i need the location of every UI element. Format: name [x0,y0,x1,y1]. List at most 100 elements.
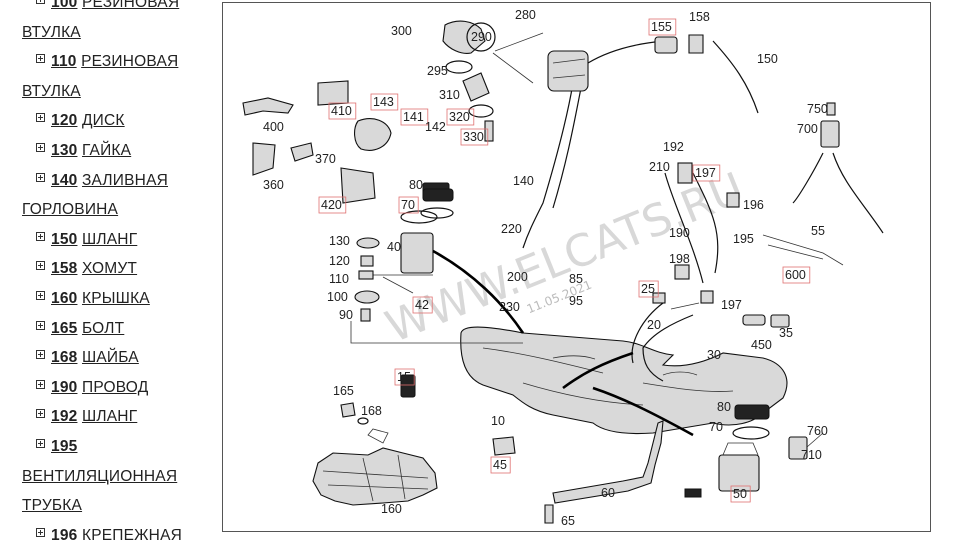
part-number-label[interactable]: 400 [263,120,284,134]
part-number-label[interactable]: 220 [501,222,522,236]
part-name-link[interactable]: ДИСК [81,112,125,130]
part-list-item[interactable]: 192 ШЛАНГ [0,402,212,432]
part-number-label[interactable]: 30 [707,348,721,362]
part-list-item[interactable]: 158 ХОМУТ [0,254,212,284]
part-number-label[interactable]: 65 [561,514,575,528]
part-list-item[interactable]: 160 КРЫШКА [0,284,212,314]
part-code-link[interactable]: 110 [51,53,77,71]
part-number-label[interactable]: 60 [601,486,615,500]
part-code-link[interactable]: 140 [51,171,78,189]
part-name-link[interactable]: БОЛТ [81,319,125,337]
part-number-label[interactable]: 70 [401,198,415,212]
part-number-label[interactable]: 158 [689,10,710,24]
part-number-label[interactable]: 142 [425,120,446,134]
expand-icon[interactable] [36,0,45,4]
part-number-label[interactable]: 760 [807,424,828,438]
part-number-label[interactable]: 95 [569,294,583,308]
part-list-item[interactable]: 168 ШАЙБА [0,343,212,373]
part-number-label[interactable]: 310 [439,88,460,102]
part-number-label[interactable]: 100 [327,290,348,304]
part-number-label[interactable]: 110 [329,272,349,286]
expand-icon[interactable] [36,290,45,300]
expand-icon[interactable] [36,172,45,182]
part-number-label[interactable]: 320 [449,110,470,124]
part-code-link[interactable]: 120 [51,112,78,130]
part-number-label[interactable]: 750 [807,102,828,116]
part-code-link[interactable]: 100 [51,0,78,11]
part-number-label[interactable]: 197 [721,298,742,312]
part-number-label[interactable]: 200 [507,270,528,284]
part-number-label[interactable]: 50 [733,487,747,501]
part-name-link[interactable]: ШЛАНГ [81,230,138,248]
expand-icon[interactable] [36,320,45,330]
part-list-item[interactable]: 150 ШЛАНГ [0,225,212,255]
part-number-label[interactable]: 700 [797,122,818,136]
part-number-label[interactable]: 230 [499,300,520,314]
part-list-item[interactable]: 130 ГАЙКА [0,136,212,166]
part-number-label[interactable]: 45 [493,458,507,472]
expand-icon[interactable] [36,350,45,360]
part-number-label[interactable]: 143 [373,95,394,109]
part-list-item[interactable]: 165 БОЛТ [0,314,212,344]
part-number-label[interactable]: 290 [471,30,492,44]
part-number-label[interactable]: 165 [333,384,354,398]
part-number-label[interactable]: 160 [381,502,402,516]
expand-icon[interactable] [36,261,45,271]
part-number-label[interactable]: 600 [785,268,806,282]
part-number-label[interactable]: 370 [315,152,336,166]
part-number-label[interactable]: 195 [733,232,754,246]
part-number-label[interactable]: 15 [397,370,411,384]
expand-icon[interactable] [36,113,45,123]
part-code-link[interactable]: 190 [51,378,78,396]
part-number-label[interactable]: 300 [391,24,412,38]
part-number-label[interactable]: 80 [717,400,731,414]
part-name-link[interactable]: ШАЙБА [81,349,139,367]
part-code-link[interactable]: 160 [51,289,78,307]
part-number-label[interactable]: 80 [409,178,423,192]
part-name-link[interactable]: ПРОВОД [81,378,149,396]
part-number-label[interactable]: 198 [669,252,690,266]
part-code-link[interactable]: 195 [51,437,78,455]
part-name-link[interactable]: ЗАЛИВНАЯ [81,171,169,189]
part-name-link[interactable]: ГАЙКА [81,141,132,159]
part-number-label[interactable]: 197 [695,166,716,180]
part-name-link[interactable]: РЕЗИНОВАЯ [81,0,180,11]
part-name-continuation[interactable]: ВТУЛКА [22,23,81,41]
expand-icon[interactable] [36,54,45,64]
part-list-item[interactable]: 100 РЕЗИНОВАЯ [0,0,212,18]
part-number-label[interactable]: 120 [329,254,350,268]
part-number-label[interactable]: 155 [651,20,672,34]
part-number-label[interactable]: 42 [415,298,429,312]
expand-icon[interactable] [36,379,45,389]
part-code-link[interactable]: 196 [51,526,78,540]
part-name-link[interactable]: КРЕПЕЖНАЯ [81,526,183,540]
part-code-link[interactable]: 130 [51,141,78,159]
part-number-label[interactable]: 196 [743,198,764,212]
part-number-label[interactable]: 192 [663,140,684,154]
part-code-link[interactable]: 168 [51,349,78,367]
expand-icon[interactable] [36,142,45,152]
part-list-item[interactable]: 110 РЕЗИНОВАЯ [0,47,212,77]
part-number-label[interactable]: 85 [569,272,583,286]
part-number-label[interactable]: 10 [491,414,505,428]
part-name-continuation[interactable]: ВЕНТИЛЯЦИОННАЯ ТРУБКА [22,467,178,515]
part-number-label[interactable]: 710 [801,448,822,462]
part-name-continuation[interactable]: ГОРЛОВИНА [22,201,119,219]
part-number-label[interactable]: 280 [515,8,536,22]
part-name-continuation[interactable]: ВТУЛКА [22,82,81,100]
part-number-label[interactable]: 410 [331,104,352,118]
part-number-label[interactable]: 140 [513,174,534,188]
part-list-item[interactable]: 196 КРЕПЕЖНАЯ [0,521,212,540]
part-number-label[interactable]: 450 [751,338,772,352]
expand-icon[interactable] [36,409,45,419]
part-number-label[interactable]: 141 [403,110,424,124]
part-name-link[interactable]: КРЫШКА [81,289,150,307]
expand-icon[interactable] [36,438,45,448]
part-number-label[interactable]: 210 [649,160,670,174]
expand-icon[interactable] [36,231,45,241]
part-code-link[interactable]: 158 [51,260,78,278]
part-list-item[interactable]: 195 [0,432,212,462]
part-code-link[interactable]: 165 [51,319,78,337]
part-name-link[interactable]: ХОМУТ [81,260,138,278]
part-code-link[interactable]: 192 [51,408,78,426]
